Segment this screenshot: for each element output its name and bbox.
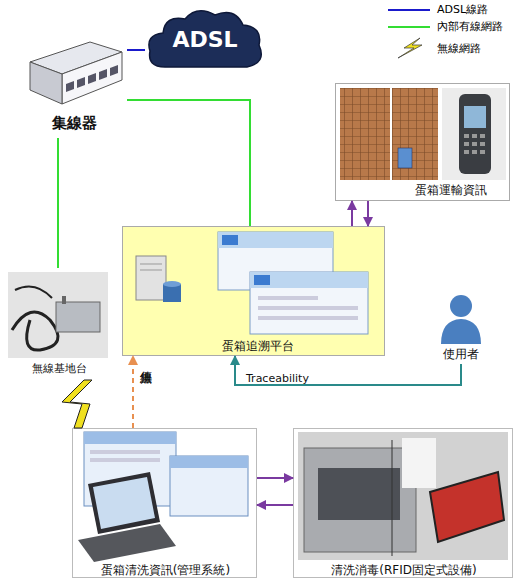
base-station-device [56,302,100,332]
paper-sheet [402,438,436,488]
photo-box: 蛋箱運輸資訊 [335,83,510,201]
rfid-reader [430,472,504,542]
washer-window [318,468,400,520]
window-row [90,450,160,454]
antenna-port [62,296,66,304]
hub-top [30,42,122,74]
cable [15,286,52,298]
hub-port [66,81,74,92]
node-label: 蛋箱運輸資訊 [396,183,506,197]
edge-label: Traceability [246,372,309,385]
node-label: 蛋箱清洗資訊(管理系統) [73,563,258,577]
connector [127,100,250,226]
legend-text: 無線網路 [437,42,481,55]
window-screenshot [84,432,176,506]
legend-line-green [388,26,430,28]
hub-side [30,62,62,104]
window-title [84,432,176,444]
hub-front [62,52,122,104]
node-label: 清洗消毒(RFID固定式設備) [294,563,514,577]
platform-box: 蛋箱追溯平台 [122,226,385,356]
legend-lightning [398,38,422,58]
laptop-display [93,477,155,529]
connector [351,201,353,226]
wireless-link [62,380,92,428]
cloud-node: ADSL [145,5,265,77]
laptop-box: 蛋箱清洗資訊(管理系統) [72,428,257,578]
cable [12,312,58,350]
cleaning-box: 清洗消毒(RFID固定式設備) [293,428,513,578]
laptop-screen [88,472,160,534]
base-station-photo [8,272,108,358]
cleaning-photo [298,432,508,560]
user-body [441,319,481,344]
connector [367,201,369,226]
window-row [90,458,160,462]
laptop-keyboard [78,524,176,562]
user-head [450,295,472,317]
hub-port [88,73,96,84]
washer-body [304,448,416,552]
node-label: 集線器 [27,114,122,132]
legend-text: 內部有線網路 [437,20,503,33]
connector [132,356,134,428]
connector [235,356,461,385]
antenna-pole [392,440,393,556]
hub-port [110,65,118,76]
connector [127,49,145,51]
hub-port [77,77,85,88]
connector [57,138,59,268]
connector [257,477,293,479]
node-label: 使用者 [430,347,492,361]
window-title [170,456,248,468]
node-label: ADSL [145,27,265,53]
user-node: 使用者 [430,292,492,364]
base-station-node: 無線基地台 [5,268,113,380]
node-label: 蛋箱追溯平台 [193,339,323,353]
node-label: 無線基地台 [9,362,109,375]
hub-ports [66,65,118,92]
window-screenshot [170,456,248,516]
hub-node: 集線器 [22,38,127,138]
legend-text: ADSL線路 [437,3,488,16]
hub-port [99,69,107,80]
connector [257,504,293,506]
legend-line-blue [388,9,430,11]
